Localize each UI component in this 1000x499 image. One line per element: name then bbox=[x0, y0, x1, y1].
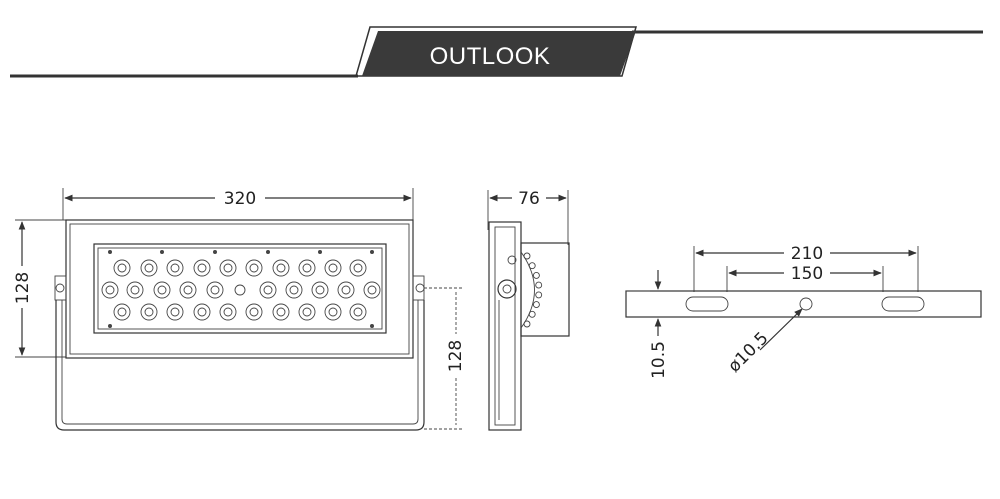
led-lens bbox=[363, 281, 381, 299]
fin-dot bbox=[532, 271, 540, 279]
fin-dot bbox=[528, 310, 536, 318]
side-view: 76 bbox=[487, 189, 570, 431]
led-lens bbox=[324, 303, 342, 321]
led-lens bbox=[206, 281, 224, 299]
fin-dot bbox=[532, 301, 540, 309]
screw-dot bbox=[370, 250, 374, 254]
led-lens-inner bbox=[367, 285, 377, 295]
led-lens bbox=[272, 259, 290, 277]
led-lens-inner bbox=[210, 285, 220, 295]
led-lens bbox=[113, 303, 131, 321]
led-lens-inner bbox=[223, 307, 233, 317]
thickness-label: 10.5 bbox=[649, 341, 669, 379]
led-lens bbox=[153, 281, 171, 299]
led-lens bbox=[324, 259, 342, 277]
led-lens bbox=[298, 303, 316, 321]
led-lens-inner bbox=[353, 307, 363, 317]
led-lens-inner bbox=[302, 263, 312, 273]
led-lens bbox=[113, 259, 131, 277]
fin-dot bbox=[535, 281, 543, 289]
header-banner: OUTLOOK bbox=[10, 26, 983, 78]
led-lens-inner bbox=[197, 307, 207, 317]
led-lens-inner bbox=[157, 285, 167, 295]
led-lens bbox=[311, 281, 329, 299]
led-lens-inner bbox=[249, 263, 259, 273]
led-lens-inner bbox=[105, 285, 115, 295]
fin-dot bbox=[523, 252, 531, 260]
led-lens bbox=[349, 259, 367, 277]
led-lens bbox=[245, 303, 263, 321]
led-lens-inner bbox=[302, 307, 312, 317]
side-depth-label: 76 bbox=[518, 189, 540, 209]
led-lens bbox=[219, 259, 237, 277]
led-lens-inner bbox=[249, 307, 259, 317]
led-lens-inner bbox=[144, 307, 154, 317]
led-lens bbox=[272, 303, 290, 321]
led-lens-inner bbox=[117, 263, 127, 273]
screw-dot bbox=[160, 250, 164, 254]
led-lens bbox=[298, 259, 316, 277]
led-lens-inner bbox=[130, 285, 140, 295]
led-lens-inner bbox=[328, 307, 338, 317]
screw-dot bbox=[318, 250, 322, 254]
led-lens bbox=[193, 303, 211, 321]
led-lens-inner bbox=[276, 307, 286, 317]
led-lens bbox=[140, 259, 158, 277]
inner-slot-label: 150 bbox=[791, 264, 823, 284]
front-height-label: 128 bbox=[13, 272, 33, 304]
led-lens bbox=[140, 303, 158, 321]
led-lens bbox=[259, 281, 277, 299]
outer-slot-label: 210 bbox=[791, 244, 823, 264]
led-lens-inner bbox=[341, 285, 351, 295]
header-title: OUTLOOK bbox=[430, 43, 551, 70]
led-lens-inner bbox=[289, 285, 299, 295]
fin-dot bbox=[535, 291, 543, 299]
led-lens-inner bbox=[328, 263, 338, 273]
led-lens-inner bbox=[170, 263, 180, 273]
led-lens bbox=[166, 303, 184, 321]
bracket-height-label: 128 bbox=[446, 340, 466, 372]
led-lens-inner bbox=[353, 263, 363, 273]
led-lens-inner bbox=[315, 285, 325, 295]
led-lens-inner bbox=[144, 263, 154, 273]
led-lens bbox=[219, 303, 237, 321]
hole-label: ø10.5 bbox=[724, 328, 772, 376]
screw-dot bbox=[213, 250, 217, 254]
led-grid bbox=[101, 250, 381, 328]
screw-dot bbox=[108, 250, 112, 254]
led-lens-inner bbox=[197, 263, 207, 273]
led-lens bbox=[337, 281, 355, 299]
fin-dot bbox=[528, 262, 536, 270]
screw-dot bbox=[370, 324, 374, 328]
led-lens-inner bbox=[263, 285, 273, 295]
led-lens bbox=[245, 259, 263, 277]
led-lens-inner bbox=[183, 285, 193, 295]
led-lens-inner bbox=[276, 263, 286, 273]
led-lens-inner bbox=[170, 307, 180, 317]
led-lens bbox=[285, 281, 303, 299]
led-lens-inner bbox=[117, 307, 127, 317]
led-lens bbox=[349, 303, 367, 321]
led-lens bbox=[101, 281, 119, 299]
bracket-view: 210 150 10.5 ø10.5 bbox=[625, 244, 982, 379]
led-lens bbox=[166, 259, 184, 277]
front-width-label: 320 bbox=[224, 189, 256, 209]
led-lens bbox=[193, 259, 211, 277]
front-view: 320 128 128 bbox=[13, 188, 466, 431]
screw-dot bbox=[108, 324, 112, 328]
led-lens bbox=[126, 281, 144, 299]
fin-dot bbox=[523, 320, 531, 328]
led-lens-inner bbox=[223, 263, 233, 273]
led-lens bbox=[179, 281, 197, 299]
heat-sink-fins bbox=[523, 252, 543, 328]
screw-dot bbox=[266, 250, 270, 254]
